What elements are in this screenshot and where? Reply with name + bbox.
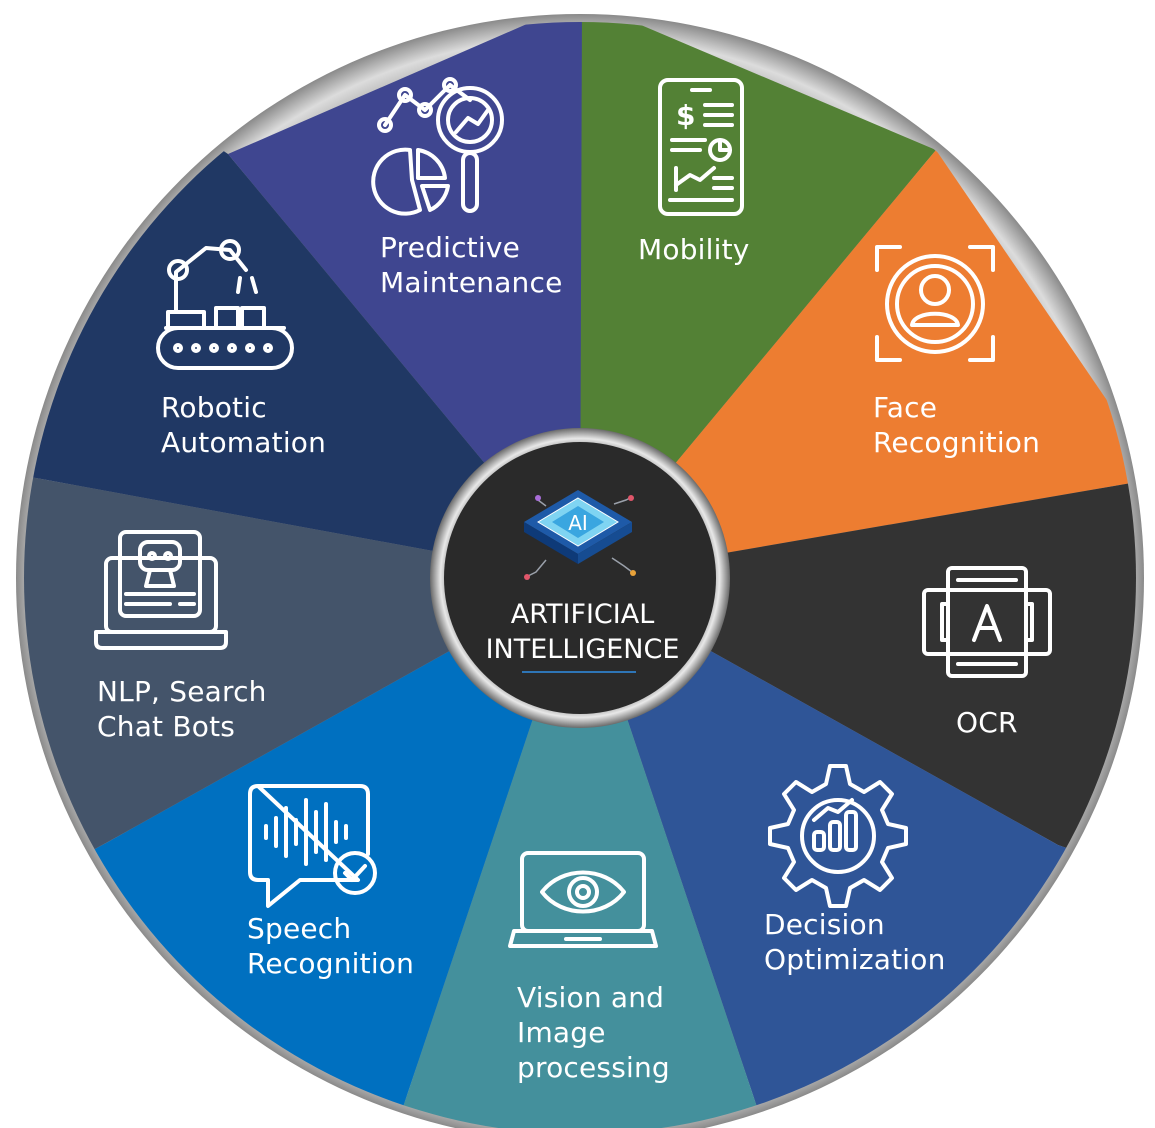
label-nlp: NLP, Search Chat Bots: [97, 674, 267, 744]
chip-label: AI: [568, 511, 588, 535]
label-line: Face: [873, 391, 938, 424]
label-ocr: OCR: [956, 705, 1018, 740]
label-line: Chat Bots: [97, 710, 236, 743]
hub-core: [444, 442, 716, 714]
label-line: Robotic: [161, 391, 267, 424]
laptop-chatbot-icon: [94, 530, 228, 650]
label-line: Image: [517, 1016, 606, 1049]
segment-vision: [392, 578, 768, 1128]
robot-arm-icon: [156, 239, 294, 370]
label-speech-recognition: Speech Recognition: [247, 911, 414, 981]
label-line: Recognition: [247, 947, 415, 980]
label-decision-optimization: Decision Optimization: [764, 907, 946, 977]
center-title: ARTIFICIAL INTELLIGENCE: [460, 597, 705, 667]
label-line: Optimization: [764, 943, 946, 976]
segment-mobility: [580, 22, 936, 578]
label-robotic-automation: Robotic Automation: [161, 390, 326, 460]
label-mobility: Mobility: [638, 232, 750, 267]
label-line: Vision and: [517, 981, 665, 1014]
label-line: Mobility: [638, 233, 750, 266]
center-title-line: ARTIFICIAL: [510, 599, 655, 630]
face-scan-icon: [875, 245, 995, 362]
label-line: Maintenance: [380, 266, 563, 299]
label-predictive-maintenance: Predictive Maintenance: [380, 230, 563, 300]
analytics-magnifier-icon: [371, 77, 504, 216]
label-vision: Vision and Image processing: [517, 980, 670, 1085]
label-line: Speech: [247, 912, 352, 945]
segment-face-recognition: [580, 150, 1136, 578]
label-line: Recognition: [873, 426, 1041, 459]
label-line: Automation: [161, 426, 327, 459]
gear-chart-icon: [768, 764, 908, 908]
laptop-eye-icon: [508, 851, 658, 948]
label-face-recognition: Face Recognition: [873, 390, 1040, 460]
label-line: OCR: [956, 706, 1018, 739]
label-line: Predictive: [380, 231, 521, 264]
label-line: NLP, Search: [97, 675, 267, 708]
label-line: Decision: [764, 908, 885, 941]
center-title-line: INTELLIGENCE: [485, 634, 680, 665]
mobile-finance-icon: $: [658, 78, 744, 216]
label-line: processing: [517, 1051, 670, 1084]
voice-bubble-icon: [248, 784, 377, 908]
ai-chip-icon: AI: [524, 490, 636, 580]
svg-text:$: $: [676, 99, 695, 132]
ocr-document-icon: [922, 566, 1052, 678]
